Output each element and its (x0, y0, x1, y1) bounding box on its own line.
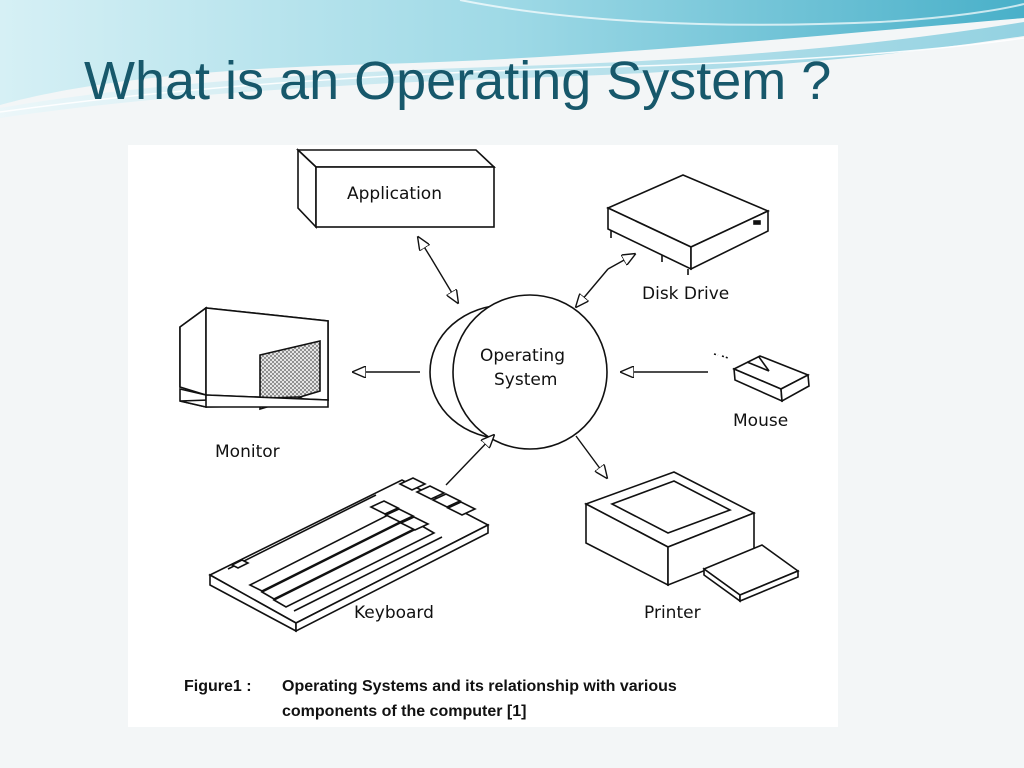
disk-drive-label: Disk Drive (642, 284, 730, 304)
arrow-to-disk-drive (607, 254, 635, 270)
os-label-line1: Operating (480, 346, 565, 366)
application-box-icon (295, 148, 497, 230)
arrow-to-os-from-disk (576, 268, 609, 307)
figure-caption-line2: components of the computer [1] (282, 703, 527, 720)
mouse-icon (713, 353, 810, 403)
os-relationship-diagram (179, 148, 810, 633)
header-wave (0, 0, 1024, 105)
arrow-to-os-from-application (430, 257, 458, 303)
printer-icon (584, 471, 800, 603)
keyboard-icon (208, 477, 490, 633)
printer-label: Printer (644, 603, 701, 623)
arrow-to-application (418, 237, 432, 259)
monitor-icon (179, 306, 329, 411)
slide-title: What is an Operating System ? (84, 51, 832, 111)
keyboard-label: Keyboard (354, 603, 434, 623)
figure-caption-prefix: Figure1 : (184, 678, 252, 695)
figure-caption-line1: Operating Systems and its relationship w… (282, 678, 677, 695)
arrow-to-printer (575, 435, 607, 478)
operating-system-node (429, 294, 608, 450)
figure-panel: Operating System Application Disk Drive … (128, 145, 838, 727)
application-label: Application (347, 184, 442, 204)
os-label-line2: System (494, 370, 558, 390)
connector-arrows (353, 237, 708, 486)
arrow-from-keyboard (445, 435, 494, 486)
mouse-label: Mouse (733, 411, 789, 431)
disk-drive-icon (606, 174, 770, 275)
monitor-label: Monitor (215, 442, 280, 462)
